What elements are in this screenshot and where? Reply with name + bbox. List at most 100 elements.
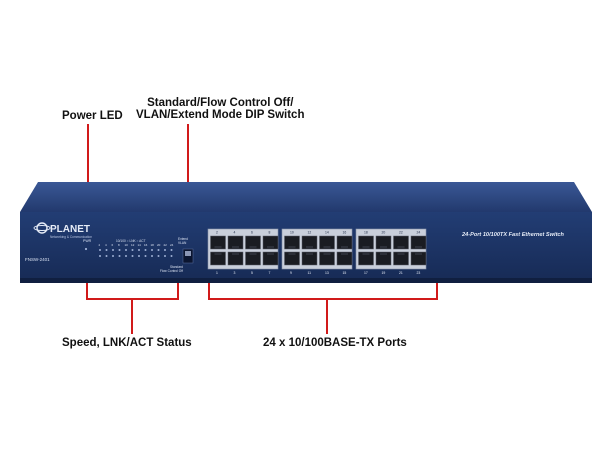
pwr-led-label: PWR	[83, 239, 92, 243]
led-number: 2	[99, 243, 101, 247]
rj45-latch	[362, 252, 370, 255]
ports-bracket-left	[208, 276, 210, 299]
rj45-latch	[214, 246, 222, 249]
port-number-top: 10	[290, 231, 294, 235]
port-number-top: 22	[399, 231, 403, 235]
port-number-bottom: 17	[364, 271, 368, 275]
led-number: 10	[125, 243, 129, 247]
led-indicator	[118, 255, 121, 257]
power-led-callout: Power LED	[62, 110, 123, 122]
dip-label-vlan: VLAN	[178, 241, 187, 245]
port-number-top: 20	[382, 231, 386, 235]
port-number-top: 6	[251, 231, 253, 235]
led-number: 6	[112, 243, 114, 247]
led-number: 22	[164, 243, 168, 247]
port-number-bottom: 9	[290, 271, 292, 275]
rj45-latch	[249, 246, 257, 249]
led-number: 8	[118, 243, 120, 247]
rj45-latch	[323, 246, 331, 249]
led-number: 20	[157, 243, 161, 247]
port-number-top: 14	[325, 231, 329, 235]
led-indicator	[125, 255, 127, 257]
led-indicator	[151, 249, 153, 251]
led-number: 18	[151, 243, 155, 247]
led-indicator	[170, 249, 173, 251]
rj45-latch	[288, 246, 296, 249]
speed-bracket-stem	[131, 298, 133, 334]
led-indicator	[99, 255, 101, 257]
port-number-top: 18	[364, 231, 368, 235]
rj45-latch	[267, 246, 274, 249]
rj45-latch	[306, 246, 313, 249]
rj45-latch	[288, 252, 296, 255]
port-number-top: 16	[343, 231, 347, 235]
power-led	[84, 247, 88, 251]
led-legend: 10/100 ○ LNK ○ ACT	[116, 239, 146, 243]
port-number-bottom: 7	[269, 271, 271, 275]
port-number-bottom: 15	[343, 271, 347, 275]
led-indicator	[118, 249, 121, 251]
rj45-latch	[415, 252, 422, 255]
led-indicator	[99, 249, 101, 251]
led-indicator	[112, 249, 114, 251]
led-indicator	[144, 255, 147, 257]
led-number: 14	[138, 243, 142, 247]
rj45-latch	[232, 252, 239, 255]
led-number: 24	[170, 243, 174, 247]
dip-switch-callout-line1: Standard/Flow Control Off/	[147, 97, 294, 109]
led-indicator	[157, 255, 160, 257]
rj45-latch	[249, 252, 257, 255]
rj45-latch	[232, 246, 239, 249]
port-number-bottom: 1	[216, 271, 218, 275]
brand-tagline: Networking & Communication	[50, 235, 92, 239]
led-indicator	[125, 249, 127, 251]
led-indicator	[170, 255, 173, 257]
led-indicator	[105, 249, 108, 251]
port-number-top: 24	[417, 231, 421, 235]
chassis-top	[20, 182, 592, 212]
rj45-latch	[380, 246, 387, 249]
rj45-latch	[341, 246, 348, 249]
led-indicator	[131, 249, 134, 251]
rj45-latch	[214, 252, 222, 255]
dip-label-flow-control: Flow Control Off	[160, 269, 183, 273]
port-number-top: 4	[234, 231, 236, 235]
port-number-bottom: 3	[234, 271, 236, 275]
dip-switch-callout: Standard/Flow Control Off/ VLAN/Extend M…	[136, 97, 304, 121]
rj45-latch	[397, 246, 405, 249]
rj45-latch	[362, 246, 370, 249]
network-switch-front-panel: PLANET Networking & Communication FNSW-2…	[20, 182, 592, 283]
rj45-latch	[323, 252, 331, 255]
chassis-bottom-edge	[20, 278, 592, 283]
port-number-top: 8	[269, 231, 271, 235]
led-indicator	[131, 255, 134, 257]
led-indicator	[105, 255, 108, 257]
led-indicator	[138, 249, 140, 251]
product-name: 24-Port 10/100TX Fast Ethernet Switch	[461, 232, 565, 238]
speed-status-callout: Speed, LNK/ACT Status	[62, 337, 192, 349]
port-number-bottom: 23	[417, 271, 421, 275]
port-number-top: 2	[216, 231, 218, 235]
led-indicator	[164, 255, 166, 257]
led-number: 12	[131, 243, 135, 247]
rj45-latch	[267, 252, 274, 255]
port-number-bottom: 11	[308, 271, 312, 275]
port-number-bottom: 5	[251, 271, 253, 275]
led-indicator	[164, 249, 166, 251]
port-number-bottom: 19	[382, 271, 386, 275]
ports-bracket-right	[436, 276, 438, 299]
rj45-latch	[341, 252, 348, 255]
port-number-top: 12	[308, 231, 312, 235]
led-indicator	[112, 255, 114, 257]
led-indicator	[144, 249, 147, 251]
port-number-bottom: 21	[399, 271, 403, 275]
rj45-latch	[397, 252, 405, 255]
led-indicator	[138, 255, 140, 257]
ports-callout: 24 x 10/100BASE-TX Ports	[263, 337, 407, 349]
led-status-row	[84, 247, 173, 257]
dip-switch-callout-line2: VLAN/Extend Mode DIP Switch	[136, 109, 305, 121]
led-number: 16	[144, 243, 148, 247]
led-indicator	[157, 249, 160, 251]
